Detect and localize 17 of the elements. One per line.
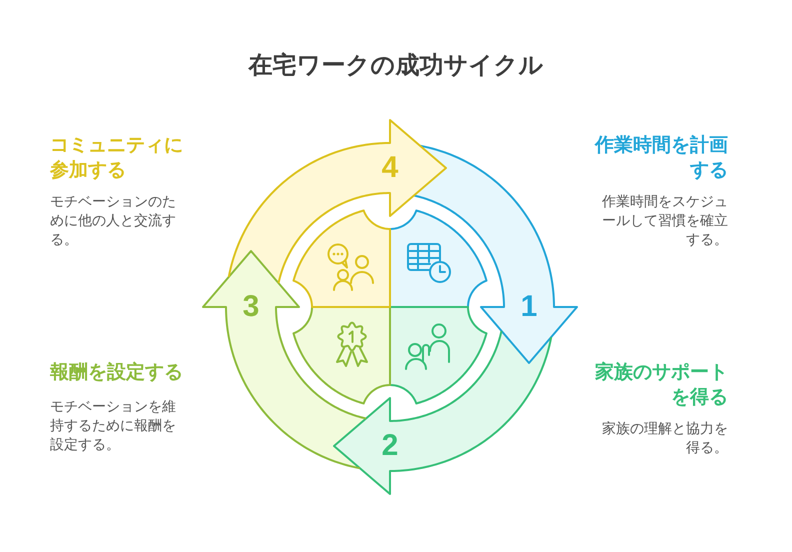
- cycle-segment: [412, 144, 579, 365]
- step-heading: コミュニティに参加する: [50, 133, 184, 183]
- step-number: 2: [382, 431, 398, 461]
- step-description: 作業時間をスケジュールして習慣を確立する。: [601, 193, 728, 250]
- step-heading: 作業時間を計画する: [594, 133, 728, 183]
- step-description: モチベーションのために他の人と交流する。: [50, 193, 177, 250]
- cycle-segment: [332, 329, 553, 496]
- cycle-segment: [227, 118, 448, 285]
- step-number: 4: [382, 153, 398, 183]
- diagram-title: 在宅ワークの成功サイクル: [248, 51, 544, 79]
- step-number: 3: [242, 292, 260, 322]
- cycle-segment: [201, 249, 368, 470]
- step-heading: 報酬を設定する: [50, 360, 184, 385]
- step-description: モチベーションを維持するために報酬を設定する。: [50, 398, 177, 455]
- step-heading: 家族のサポートを得る: [594, 360, 728, 410]
- step-number: 1: [520, 292, 538, 322]
- step-description: 家族の理解と協力を得る。: [601, 420, 728, 458]
